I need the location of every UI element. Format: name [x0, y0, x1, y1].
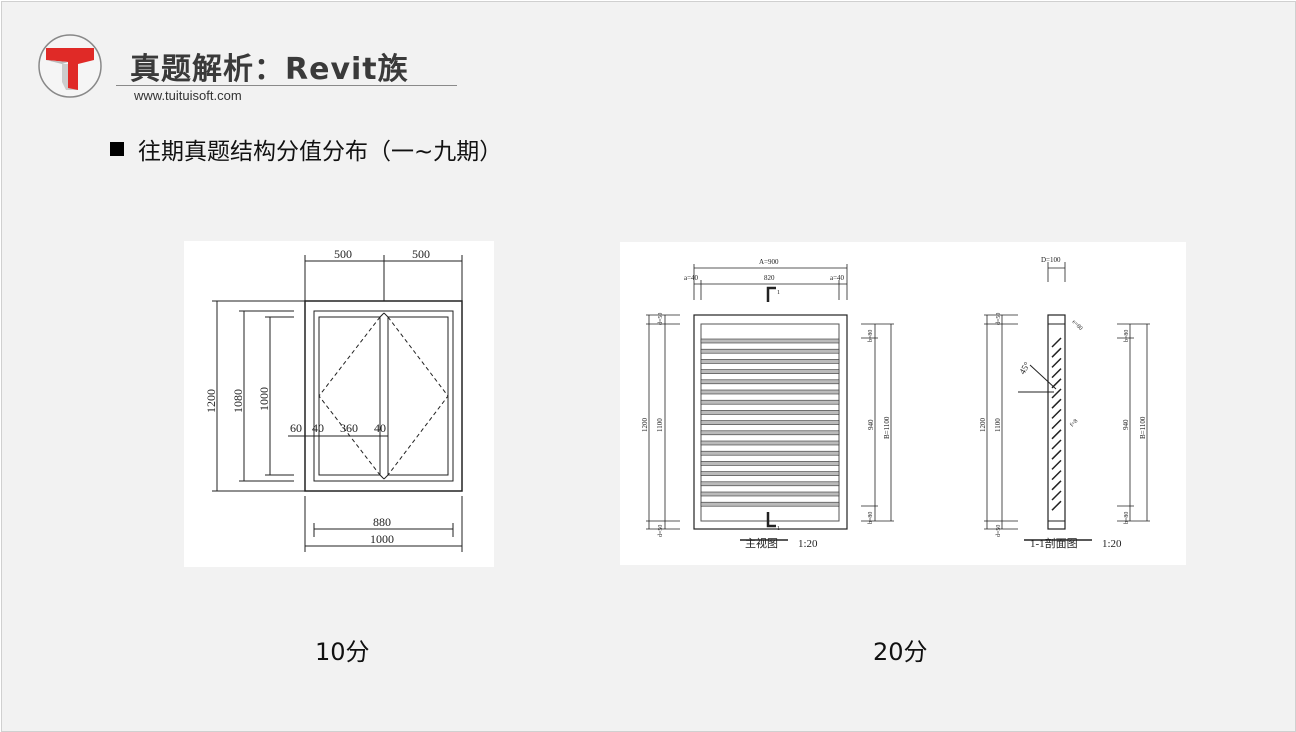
dim-label: d=50	[658, 525, 664, 537]
dim-label: A=900	[759, 258, 779, 266]
front-view-scale: 1:20	[798, 538, 818, 550]
dim-label: 1100	[656, 418, 664, 432]
dim-label: 360	[340, 421, 358, 435]
louver-blade	[1051, 408, 1062, 419]
website-url: www.tuituisoft.com	[134, 88, 242, 103]
dim-label: d=50	[996, 525, 1002, 537]
dim-label: 1200	[204, 389, 218, 413]
louver-slat	[700, 430, 840, 436]
louver-blade	[1051, 337, 1062, 348]
tuituisoft-logo	[36, 34, 106, 98]
louver-slat	[700, 379, 840, 385]
louver-blade	[1051, 470, 1062, 481]
louver-blade	[1051, 449, 1062, 460]
louver-blade	[1051, 357, 1062, 368]
angle-label: 45°	[1017, 360, 1032, 376]
page-title: 真题解析：Revit族	[130, 52, 409, 87]
louver-slat	[700, 471, 840, 476]
louver-slat	[700, 481, 840, 487]
bullet-heading: 往期真题结构分值分布（一~九期）	[110, 132, 502, 166]
dimension-lines	[646, 262, 1150, 541]
dim-label: 1000	[370, 532, 394, 546]
window-drawing: 500 500 1200 1080 1000 60 40 360 40 880 …	[184, 241, 494, 567]
dim-label: b=80	[868, 512, 874, 524]
louver-slat	[700, 338, 840, 344]
louver-slat	[700, 491, 840, 497]
dim-label: 40	[374, 421, 386, 435]
dim-label: 1200	[979, 418, 987, 433]
louver-drawing: A=900 a=40 820 a=40 1 1 1200 1100 d=50 d…	[620, 242, 1186, 565]
louver-blade	[1051, 480, 1062, 491]
title-divider	[116, 85, 457, 86]
dim-label: d=50	[996, 313, 1002, 325]
section-view-caption: 1-1剖面图	[1030, 536, 1078, 550]
section-mark-label: 1	[777, 290, 780, 296]
louver-blade	[1051, 459, 1062, 470]
louver-blade	[1051, 388, 1062, 399]
louver-blade	[1051, 500, 1062, 511]
section-mark-label: 1	[777, 526, 780, 532]
louver-slat	[700, 399, 840, 405]
louver-blade	[1051, 439, 1062, 450]
louver-blade	[1051, 490, 1062, 501]
dim-label: 820	[764, 274, 775, 282]
dim-label: b=80	[1124, 330, 1130, 342]
dim-label: B=1100	[1139, 416, 1147, 439]
louver-front-view	[693, 286, 848, 530]
dim-label: 880	[373, 515, 391, 529]
dim-label: 940	[867, 419, 875, 430]
dim-label: 40	[312, 421, 324, 435]
dim-label: D=100	[1041, 256, 1061, 264]
dim-label: 60	[290, 421, 302, 435]
score-label-2: 20分	[873, 638, 928, 666]
dim-label: 1000	[257, 387, 271, 411]
louver-slat	[700, 461, 840, 466]
dim-label: 940	[1122, 419, 1130, 430]
louver-slat	[700, 348, 840, 354]
front-view-caption: 主视图	[745, 536, 778, 550]
window-frame	[304, 300, 463, 492]
louver-slat	[700, 420, 840, 425]
dim-label: 1080	[231, 389, 245, 413]
dim-label: d=50	[658, 313, 664, 325]
louver-slat	[700, 369, 840, 374]
louver-slat	[700, 389, 840, 395]
dim-label: 500	[334, 247, 352, 261]
louver-slat	[700, 359, 840, 364]
dim-label: B=1100	[883, 416, 891, 439]
dim-label: e=80	[1071, 319, 1084, 332]
dim-label: a=40	[684, 274, 699, 282]
score-label-1: 10分	[315, 638, 370, 666]
dim-label: 1100	[994, 418, 1002, 432]
dim-label: 1200	[641, 418, 649, 433]
louver-blade	[1051, 429, 1062, 440]
section-view-scale: 1:20	[1102, 538, 1122, 550]
louver-blade	[1051, 368, 1062, 379]
louver-blade	[1051, 419, 1062, 430]
louver-slat	[700, 501, 840, 507]
dim-label: 500	[412, 247, 430, 261]
bullet-square-icon	[110, 142, 124, 156]
dim-label: a=40	[830, 274, 845, 282]
louver-section-view	[1018, 314, 1066, 530]
dim-label: f=8	[1068, 418, 1079, 429]
louver-blade	[1051, 398, 1062, 409]
dimension-lines	[212, 255, 463, 552]
louver-slat	[700, 410, 840, 415]
louver-slat	[700, 440, 840, 446]
dim-label: b=80	[1124, 512, 1130, 524]
bullet-text: 往期真题结构分值分布（一~九期）	[138, 139, 503, 165]
dim-label: b=80	[868, 330, 874, 342]
louver-slat	[700, 450, 840, 456]
louver-blade	[1051, 347, 1062, 358]
